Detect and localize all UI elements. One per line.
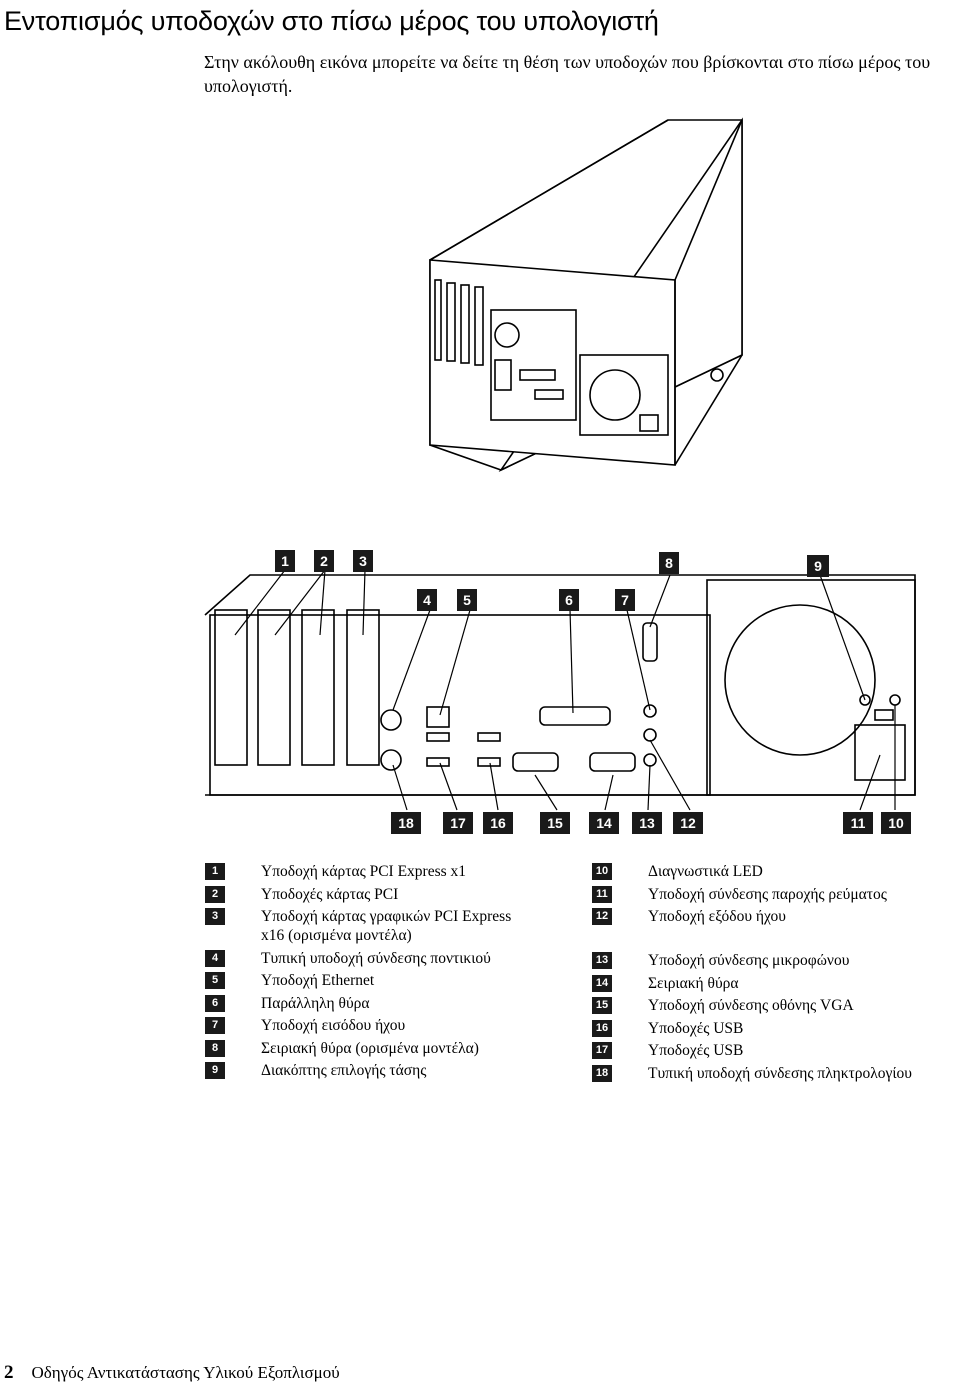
legend-item: 8 Σειριακή θύρα (ορισμένα μοντέλα) — [205, 1039, 535, 1058]
callout-12: 12 — [673, 812, 703, 834]
legend-text: Υποδοχή κάρτας PCI Express x1 — [261, 863, 467, 880]
legend-number: 5 — [205, 972, 225, 989]
callout-4: 4 — [417, 589, 437, 611]
callout-17: 17 — [443, 812, 473, 834]
legend-item: 5 Υποδοχή Ethernet — [205, 971, 535, 990]
legend-item: 15 Υποδοχή σύνδεσης οθόνης VGA — [592, 996, 922, 1015]
callout-7: 7 — [615, 589, 635, 611]
page-number: 2 — [4, 1362, 14, 1383]
legend-item: 4 Τυπική υποδοχή σύνδεσης ποντικιού — [205, 949, 535, 968]
legend-number: 17 — [592, 1042, 612, 1059]
legend-text: Παράλληλη θύρα — [261, 994, 370, 1012]
case-perspective-icon — [429, 117, 743, 473]
legend-text: Τυπική υποδοχή σύνδεσης πληκτρολογίου — [648, 1064, 912, 1082]
legend-item: 9 Διακόπτης επιλογής τάσης — [205, 1061, 535, 1080]
legend-text: Υποδοχές USB — [648, 1042, 744, 1059]
legend-text: Υποδοχή εισόδου ήχου — [261, 1017, 406, 1034]
legend-text: Υποδοχή κάρτας γραφικών PCI Express x16 … — [261, 908, 512, 944]
callout-15: 15 — [540, 812, 570, 834]
intro-paragraph: Στην ακόλουθη εικόνα μπορείτε να δείτε τ… — [204, 52, 931, 96]
legend-item: 17 Υποδοχές USB — [592, 1041, 922, 1060]
legend-text: Υποδοχή σύνδεσης μικροφώνου — [648, 952, 850, 969]
legend-number: 7 — [205, 1017, 225, 1034]
legend-number: 15 — [592, 997, 612, 1014]
callout-5: 5 — [457, 589, 477, 611]
legend-text: Σειριακή θύρα (ορισμένα μοντέλα) — [261, 1039, 479, 1057]
legend-number: 13 — [592, 952, 612, 969]
legend-number: 2 — [205, 885, 225, 903]
callout-13: 13 — [632, 812, 662, 834]
legend-number: 9 — [205, 1062, 225, 1079]
legend-item: 2 Υποδοχές κάρτας PCI — [205, 885, 535, 904]
legend-item: 7 Υποδοχή εισόδου ήχου — [205, 1016, 535, 1035]
callout-3: 3 — [353, 550, 373, 572]
legend-item: 18 Τυπική υποδοχή σύνδεσης πληκτρολογίου — [592, 1064, 922, 1083]
legend-text: Διακόπτης επιλογής τάσης — [261, 1062, 427, 1079]
page-title: Εντοπισμός υποδοχών στο πίσω μέρος του υ… — [4, 6, 659, 36]
computer-rear-illustration — [204, 117, 916, 811]
callout-1: 1 — [275, 550, 295, 572]
legend-item: 13 Υποδοχή σύνδεσης μικροφώνου — [592, 951, 922, 970]
legend-text: Τυπική υποδοχή σύνδεσης ποντικιού — [261, 949, 491, 967]
callout-16: 16 — [483, 812, 513, 834]
legend-item: 16 Υποδοχές USB — [592, 1019, 922, 1038]
legend-number: 1 — [205, 863, 225, 880]
callout-2: 2 — [314, 550, 334, 572]
rear-panel — [204, 574, 916, 796]
legend-number: 6 — [205, 994, 225, 1012]
legend-text: Υποδοχή εξόδου ήχου — [648, 908, 786, 925]
legend-text: Υποδοχές κάρτας PCI — [261, 885, 399, 903]
legend-item: 6 Παράλληλη θύρα — [205, 994, 535, 1013]
legend-item: 10 Διαγνωστικά LED — [592, 862, 922, 881]
legend-number: 8 — [205, 1039, 225, 1057]
legend-number: 16 — [592, 1019, 612, 1037]
callout-11: 11 — [843, 812, 873, 834]
callout-14: 14 — [589, 812, 619, 834]
callout-6: 6 — [559, 589, 579, 611]
legend-right: 10 Διαγνωστικά LED 11 Υποδοχή σύνδεσης παρ… — [592, 862, 922, 1086]
legend-left: 1 Υποδοχή κάρτας PCI Express x1 2 Υποδοχές… — [205, 862, 535, 1084]
legend-text: Υποδοχή Ethernet — [261, 972, 375, 989]
legend-item: 14 Σειριακή θύρα — [592, 974, 922, 993]
callout-8: 8 — [659, 552, 679, 574]
legend-text: Διαγνωστικά LED — [648, 863, 763, 880]
legend-text: Υποδοχή σύνδεσης παροχής ρεύματος — [648, 885, 887, 903]
legend-text: Σειριακή θύρα — [648, 974, 739, 992]
legend-number: 18 — [592, 1064, 612, 1082]
legend-number: 4 — [205, 949, 225, 967]
rear-connectors-figure: 1 2 3 4 5 6 7 8 9 10 11 12 13 14 15 16 1… — [195, 115, 935, 845]
book-title: Οδηγός Αντικατάστασης Υλικού Εξοπλισμού — [31, 1363, 340, 1382]
callout-leader-lines — [234, 569, 896, 811]
legend-item: 1 Υποδοχή κάρτας PCI Express x1 — [205, 862, 535, 881]
page-footer: 2 Οδηγός Αντικατάστασης Υλικού Εξοπλισμού — [4, 1362, 340, 1384]
legend-text: Υποδοχές USB — [648, 1019, 744, 1037]
legend-text: Υποδοχή σύνδεσης οθόνης VGA — [648, 997, 854, 1014]
legend-number: 10 — [592, 863, 612, 880]
legend-number: 3 — [205, 908, 225, 925]
callout-10: 10 — [881, 812, 911, 834]
callout-9: 9 — [807, 555, 829, 577]
legend-number: 12 — [592, 908, 612, 925]
legend-item: 12 Υποδοχή εξόδου ήχου — [592, 907, 922, 926]
legend-number: 11 — [592, 885, 612, 903]
legend-item: 3 Υποδοχή κάρτας γραφικών PCI Express x16… — [205, 907, 535, 945]
callout-18: 18 — [391, 812, 421, 834]
legend-number: 14 — [592, 974, 612, 992]
legend-item: 11 Υποδοχή σύνδεσης παροχής ρεύματος — [592, 885, 922, 904]
